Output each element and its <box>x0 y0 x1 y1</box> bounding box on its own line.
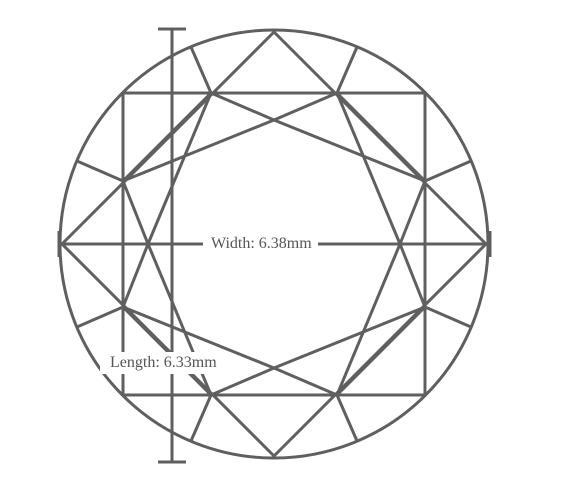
girdle-facet-line <box>424 305 472 329</box>
girdle-facet-line <box>76 305 124 329</box>
upper-star-lines <box>122 118 426 183</box>
table-square-a <box>121 91 427 397</box>
girdle-facet-line <box>189 394 213 442</box>
girdle-facet-line <box>335 394 359 442</box>
width-measurement-label: Width: 6.38mm <box>203 234 318 254</box>
girdle-facet-line <box>335 46 359 94</box>
girdle-facet-line <box>424 159 472 183</box>
girdle-facet-line <box>189 46 213 94</box>
girdle-facet-line <box>76 159 124 183</box>
length-measurement-label: Length: 6.33mm <box>100 352 227 374</box>
